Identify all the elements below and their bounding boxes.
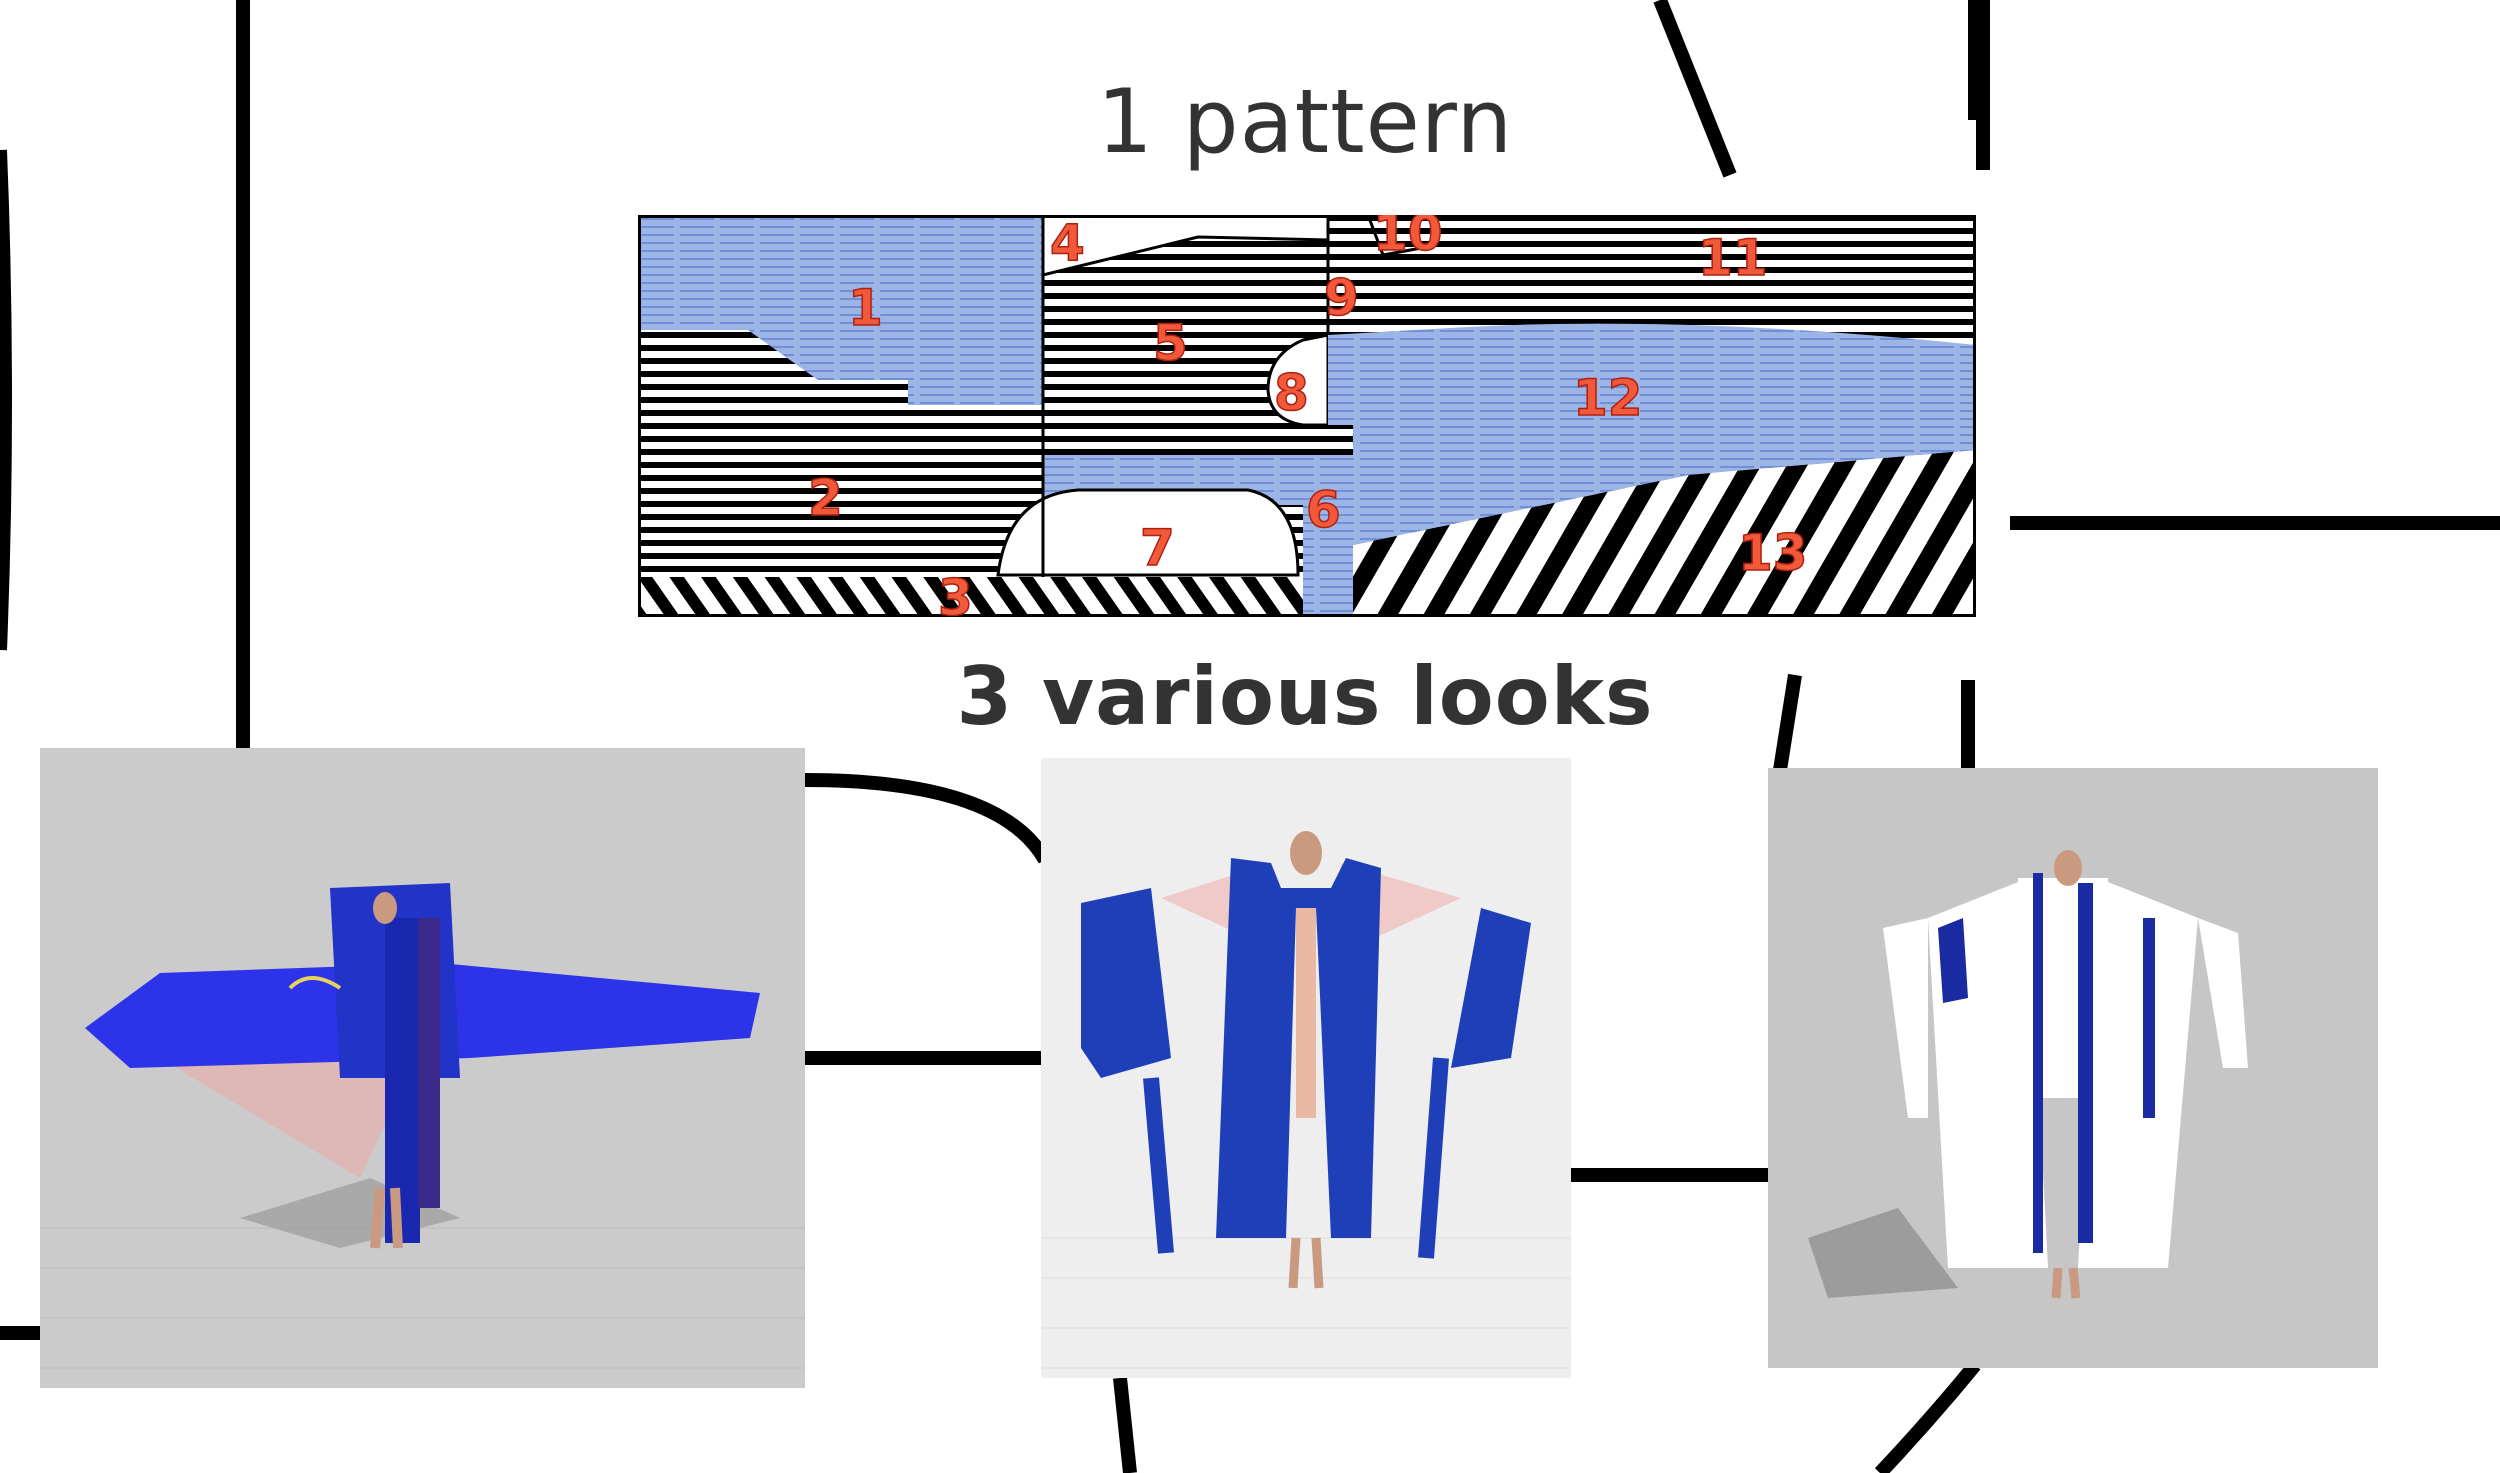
pattern-number: 8	[1274, 364, 1309, 422]
looks-title: 3 various looks	[956, 650, 1654, 743]
pattern-number: 7	[1140, 519, 1175, 577]
pattern-number: 4	[1050, 215, 1085, 272]
look-render-3	[1768, 768, 2378, 1368]
look-render-1	[40, 748, 805, 1388]
pattern-number: 1	[848, 279, 883, 337]
pattern-number: 2	[808, 469, 843, 527]
pattern-title: 1 pattern	[1096, 70, 1514, 173]
look-render-2	[1041, 758, 1571, 1378]
pattern-number: 9	[1324, 269, 1359, 327]
pattern-number: 12	[1573, 369, 1643, 427]
pattern-number: 6	[1306, 481, 1341, 539]
pattern-diagram: 1 2 3 4 5 6 7 8 9 10 11 12 13	[638, 215, 1976, 617]
pattern-number: 13	[1738, 524, 1808, 582]
pattern-number: 5	[1153, 314, 1188, 372]
pattern-number: 3	[938, 569, 973, 617]
pattern-number: 10	[1373, 215, 1443, 262]
pattern-number: 11	[1698, 229, 1768, 287]
